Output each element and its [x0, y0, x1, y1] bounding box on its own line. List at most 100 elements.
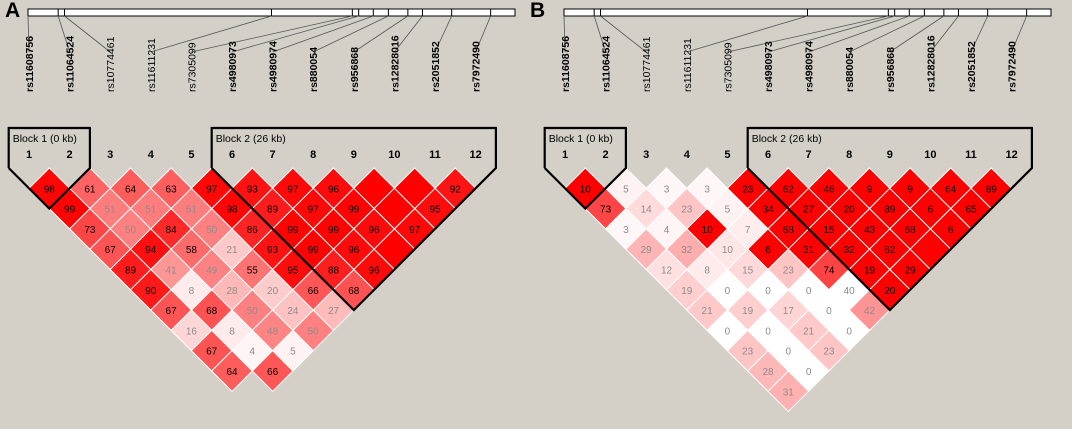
block-label: Block 1 (0 kb): [549, 133, 613, 145]
ld-value-label: 21: [702, 306, 714, 317]
block-outline: [746, 126, 1033, 312]
ld-value-label: 93: [267, 245, 279, 256]
ld-value-label: 61: [84, 184, 96, 195]
ld-value-label: 0: [765, 326, 771, 337]
ld-value-label: 40: [844, 286, 856, 297]
ld-value-label: 32: [681, 245, 693, 256]
snp-connector-line: [686, 15, 808, 53]
snp-index-number: 1: [562, 149, 568, 161]
ld-value-label: 67: [166, 306, 178, 317]
snp-connector-line: [313, 15, 389, 53]
snp-index-number: 11: [429, 149, 441, 161]
snp-connector-line: [767, 15, 895, 53]
ld-value-label: 99: [348, 205, 360, 216]
ld-value-label: 90: [145, 286, 157, 297]
snp-label: rs11064524: [65, 36, 77, 92]
ld-value-label: 63: [166, 184, 178, 195]
ld-value-label: 23: [823, 347, 835, 358]
ld-value-label: 84: [166, 225, 178, 236]
ld-value-label: 29: [641, 245, 653, 256]
haplotype-block-2: Block 2 (26 kb): [210, 126, 497, 312]
snp-connector-line: [191, 15, 353, 53]
ld-value-label: 20: [844, 205, 856, 216]
ld-value-label: 96: [369, 225, 381, 236]
snp-label: rs10774461: [641, 36, 653, 92]
ld-value-label: 97: [287, 184, 299, 195]
ld-value-label: 98: [226, 205, 238, 216]
snp-connector-line: [889, 15, 945, 53]
ld-value-label: 29: [905, 266, 917, 277]
snp-index-number: 6: [765, 149, 771, 161]
ld-value-label: 95: [287, 266, 299, 277]
ld-value-label: 51: [105, 205, 117, 216]
ld-value-label: 19: [742, 306, 754, 317]
snp-connector-line: [930, 15, 959, 53]
ld-value-label: 58: [186, 245, 198, 256]
snp-label: rs4980974: [268, 41, 280, 92]
ld-value-label: 50: [247, 306, 259, 317]
ld-value-label: 68: [905, 225, 917, 236]
snp-index-number: 7: [270, 149, 276, 161]
snp-index-number: 12: [1005, 149, 1017, 161]
ld-value-label: 28: [762, 367, 774, 378]
snp-index-number: 9: [351, 149, 357, 161]
ld-value-label: 10: [702, 225, 714, 236]
ld-value-label: 64: [125, 184, 137, 195]
ld-value-label: 19: [681, 286, 693, 297]
ld-value-label: 0: [826, 306, 832, 317]
snp-index-number: 6: [229, 149, 235, 161]
block-outline: [210, 126, 497, 312]
snp-index-number: 2: [67, 149, 73, 161]
snp-index-number: 3: [643, 149, 649, 161]
snp-label: rs7972490: [1007, 41, 1019, 92]
ld-value-label: 0: [806, 367, 812, 378]
ld-value-label: 89: [884, 205, 896, 216]
snp-label: rs11064524: [601, 36, 613, 92]
ld-value-label: 17: [783, 306, 795, 317]
ld-value-label: 46: [823, 184, 835, 195]
snp-index-number: 11: [965, 149, 977, 161]
ld-value-label: 15: [823, 225, 835, 236]
ld-cell: [767, 370, 810, 413]
ld-value-label: 55: [247, 266, 259, 277]
snp-label: rs7972490: [471, 41, 483, 92]
snp-label: rs4980974: [804, 41, 816, 92]
ld-value-label: 67: [206, 347, 218, 358]
ld-value-label: 89: [125, 266, 137, 277]
ld-value-label: 0: [725, 286, 731, 297]
ld-value-label: 5: [290, 347, 296, 358]
ld-value-label: 66: [308, 286, 320, 297]
ld-value-label: 73: [84, 225, 96, 236]
ld-value-label: 0: [786, 347, 792, 358]
ld-value-label: 16: [186, 326, 198, 337]
ld-value-label: 99: [308, 245, 320, 256]
ld-value-label: 89: [986, 184, 998, 195]
ld-value-label: 62: [884, 245, 896, 256]
ld-value-label: 64: [226, 367, 238, 378]
ld-value-label: 19: [864, 266, 876, 277]
snp-connector-line: [600, 15, 647, 53]
snp-label: rs11608756: [24, 36, 36, 92]
snp-label: rs12828016: [389, 35, 401, 92]
ld-value-label: 23: [742, 347, 754, 358]
panel-label-a: A: [5, 0, 21, 22]
ld-value-label: 0: [846, 326, 852, 337]
ld-value-label: 21: [226, 245, 238, 256]
ld-value-label: 8: [704, 266, 710, 277]
snp-connector-line: [353, 15, 409, 53]
ld-value-label: 20: [884, 286, 896, 297]
ld-value-label: 32: [844, 245, 856, 256]
ld-value-label: 99: [64, 205, 76, 216]
ld-value-label: 99: [287, 225, 299, 236]
snp-connector-line: [394, 15, 423, 53]
ld-value-label: 34: [762, 205, 774, 216]
snp-label: rs956868: [885, 47, 897, 92]
block-label: Block 2 (26 kb): [216, 133, 286, 145]
snp-connector-line: [150, 15, 272, 53]
ld-value-label: 68: [206, 306, 218, 317]
snp-label: rs2051852: [966, 41, 978, 92]
ld-value-label: 68: [348, 286, 360, 297]
